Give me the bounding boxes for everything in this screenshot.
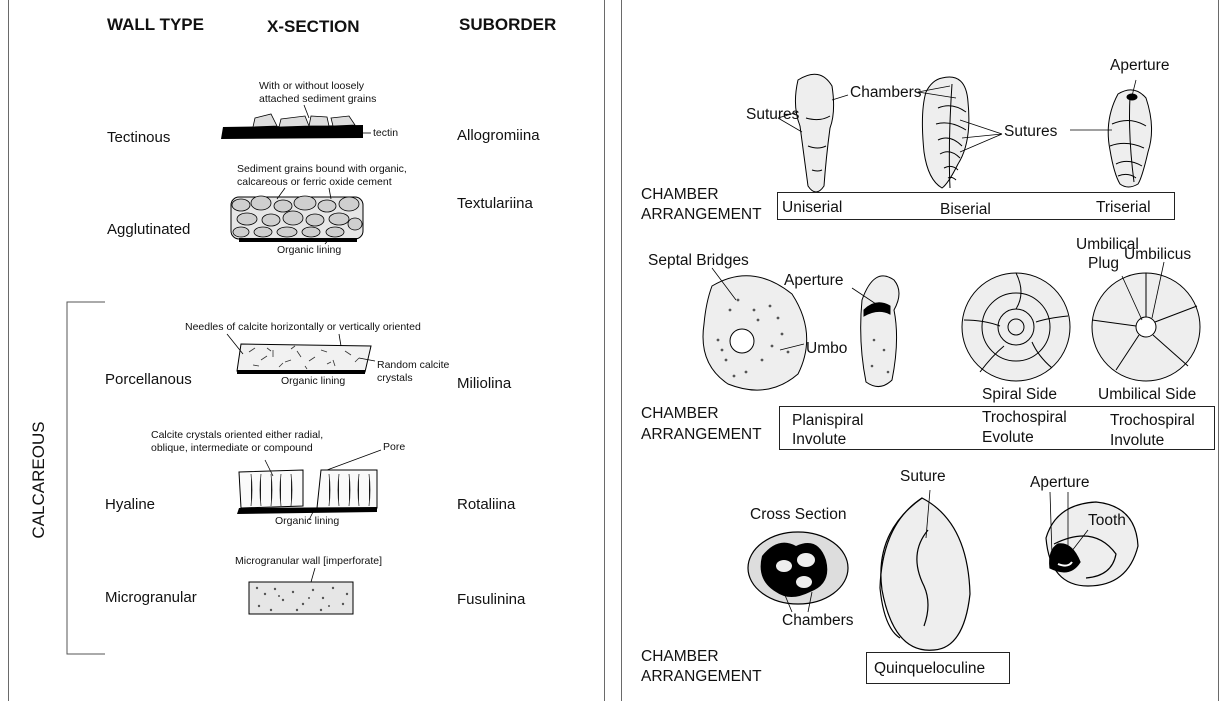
calcareous-group-label: CALCAREOUS (29, 400, 49, 560)
calcareous-bracket (67, 302, 105, 654)
planispiral-test (703, 276, 807, 390)
trochospiral-umbilical-side (1092, 273, 1200, 381)
label-aperture-triserial: Aperture (1110, 57, 1169, 74)
wall-type-tectinous: Tectinous (107, 130, 170, 147)
wall-type-hyaline: Hyaline (105, 497, 155, 514)
label-umbo: Umbo (806, 340, 847, 357)
wall-type-porcellanous: Porcellanous (105, 372, 192, 389)
type-trochospiral-involute-line2: Involute (1110, 432, 1164, 449)
triserial-test (1108, 90, 1151, 187)
agglutinated-section (231, 188, 363, 244)
planispiral-edge-view (861, 276, 899, 387)
uniserial-test (795, 74, 833, 192)
tectinous-section (221, 105, 371, 139)
header-wall-type: WALL TYPE (107, 16, 204, 35)
pore-label: Pore (383, 442, 405, 454)
random-calcite-line2: crystals (377, 373, 413, 385)
type-biserial: Biserial (940, 201, 991, 218)
suborder-fusulinina: Fusulinina (457, 592, 525, 609)
agglutinated-note-line1: Sediment grains bound with organic, (237, 164, 407, 176)
microgranular-note: Microgranular wall [imperforate] (235, 556, 382, 568)
hyaline-note-line2: oblique, intermediate or compound (151, 443, 313, 455)
label-chambers-biserial: Chambers (850, 84, 922, 101)
porcellanous-section (227, 334, 375, 374)
caption-2-line2: ARRANGEMENT (641, 426, 762, 443)
label-sutures-uniserial: Sutures (746, 106, 799, 123)
suborder-textulariina: Textulariina (457, 196, 533, 213)
type-uniserial: Uniserial (782, 199, 842, 216)
type-trochospiral-evolute-line1: Trochospiral (982, 409, 1067, 426)
type-planispiral-line1: Planispiral (792, 412, 864, 429)
random-calcite-line1: Random calcite (377, 360, 449, 372)
caption-1-line2: ARRANGEMENT (641, 206, 762, 223)
type-trochospiral-involute-line1: Trochospiral (1110, 412, 1195, 429)
tectin-label: tectin (373, 128, 398, 140)
label-cross-section: Cross Section (750, 506, 846, 523)
caption-3-line2: ARRANGEMENT (641, 668, 762, 685)
wall-type-panel: WALL TYPE X-SECTION SUBORDER Tectinous A… (8, 0, 605, 701)
tectinous-note-line2: attached sediment grains (259, 94, 376, 106)
header-x-section: X-SECTION (267, 18, 360, 37)
label-aperture-planispiral: Aperture (784, 272, 843, 289)
porcellanous-needles-note: Needles of calcite horizontally or verti… (185, 322, 421, 334)
label-umbilicus: Umbilicus (1124, 246, 1191, 263)
label-chambers-quinqueloculine: Chambers (782, 612, 854, 629)
label-spiral-side: Spiral Side (982, 386, 1057, 403)
hyaline-note-line1: Calcite crystals oriented either radial, (151, 430, 323, 442)
suborder-rotaliina: Rotaliina (457, 497, 515, 514)
chamber-arrangement-panel: Sutures Chambers Sutures Aperture CHAMBE… (621, 0, 1219, 701)
hyaline-organic-lining: Organic lining (275, 516, 339, 528)
label-septal-bridges: Septal Bridges (648, 252, 749, 269)
chamber-arrangement-drawings (622, 0, 1218, 701)
type-quinqueloculine: Quinqueloculine (874, 660, 985, 677)
caption-1-line1: CHAMBER (641, 186, 719, 203)
type-trochospiral-evolute-line2: Evolute (982, 429, 1034, 446)
caption-2-line1: CHAMBER (641, 405, 719, 422)
type-planispiral-line2: Involute (792, 431, 846, 448)
label-umbilical-plug-line2: Plug (1088, 255, 1119, 272)
header-suborder: SUBORDER (459, 16, 556, 35)
microgranular-section (249, 568, 353, 614)
quinqueloculine-test (880, 498, 970, 650)
quinqueloculine-cross-section (748, 532, 848, 604)
label-tooth: Tooth (1088, 512, 1126, 529)
wall-type-agglutinated: Agglutinated (107, 222, 190, 239)
caption-3-line1: CHAMBER (641, 648, 719, 665)
porcellanous-organic-lining: Organic lining (281, 376, 345, 388)
label-sutures-biserial: Sutures (1004, 123, 1057, 140)
trochospiral-spiral-side (962, 273, 1070, 381)
label-suture: Suture (900, 468, 946, 485)
label-umbilical-side: Umbilical Side (1098, 386, 1196, 403)
label-aperture-quinqueloculine: Aperture (1030, 474, 1089, 491)
type-triserial: Triserial (1096, 199, 1151, 216)
hyaline-section (237, 450, 381, 520)
suborder-allogromiina: Allogromiina (457, 128, 540, 145)
suborder-miliolina: Miliolina (457, 376, 511, 393)
agglutinated-organic-lining: Organic lining (277, 245, 341, 257)
wall-type-microgranular: Microgranular (105, 590, 197, 607)
agglutinated-note-line2: calcareous or ferric oxide cement (237, 177, 392, 189)
tectinous-note-line1: With or without loosely (259, 81, 364, 93)
